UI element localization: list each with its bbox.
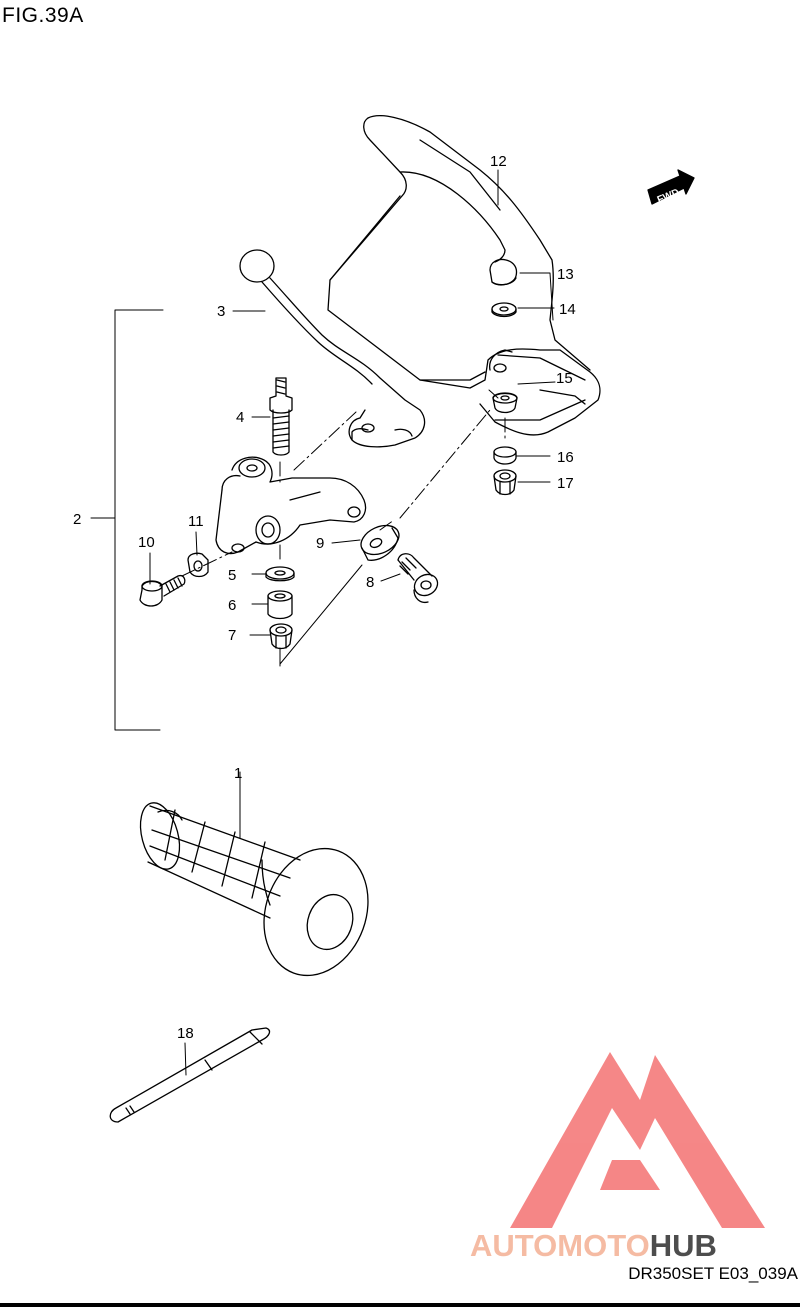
knuckle-cover-part [327,115,601,436]
nut-part [269,623,293,650]
callout-12: 12 [490,153,507,170]
spacer-part [267,590,293,620]
callout-15: 15 [556,370,573,387]
stud-bolt-part [269,377,293,456]
lock-nut-part [360,524,400,561]
watermark-triangle-icon [510,1052,765,1228]
callout-3: 3 [217,303,225,320]
callout-4: 4 [236,409,244,426]
callout-11: 11 [188,513,204,530]
washer-part [493,446,517,465]
callout-9: 9 [316,535,324,552]
washer-part [265,566,295,582]
figure-title: FIG.39A [2,4,84,27]
watermark-word-automoto: AUTOMOTOHUB [470,1228,717,1263]
bottom-border [0,1303,800,1307]
cap-part [489,258,518,286]
nut-part [187,552,209,578]
callout-8: 8 [366,574,374,591]
bolt-part [139,574,186,607]
figure-code: DR350SET E03_039A [628,1264,798,1283]
lever-bracket-part [215,456,367,555]
leader-lines [90,169,556,1076]
grip-part [139,802,369,977]
collar-part [492,392,518,414]
washer-part [491,302,517,318]
callout-14: 14 [559,301,576,318]
callout-2: 2 [73,511,81,528]
lever-part [239,249,426,448]
callout-10: 10 [138,534,155,551]
callout-7: 7 [228,627,236,644]
callout-1: 1 [234,765,242,782]
callout-16: 16 [557,449,574,466]
nut-part [493,469,517,496]
assembly-centerlines [181,409,506,577]
strap-part [109,1027,271,1123]
callout-17: 17 [557,475,574,492]
watermark-logo: AUTOMOTOHUB [470,1052,765,1263]
adjuster-part [397,553,439,604]
callout-13: 13 [557,266,574,283]
callout-6: 6 [228,597,236,614]
callout-labels: 1 2 3 4 5 6 7 8 9 10 11 12 13 14 15 16 1… [73,153,576,1042]
callout-5: 5 [228,567,236,584]
fwd-arrow-icon: FWD [647,169,695,206]
callout-18: 18 [177,1025,194,1042]
